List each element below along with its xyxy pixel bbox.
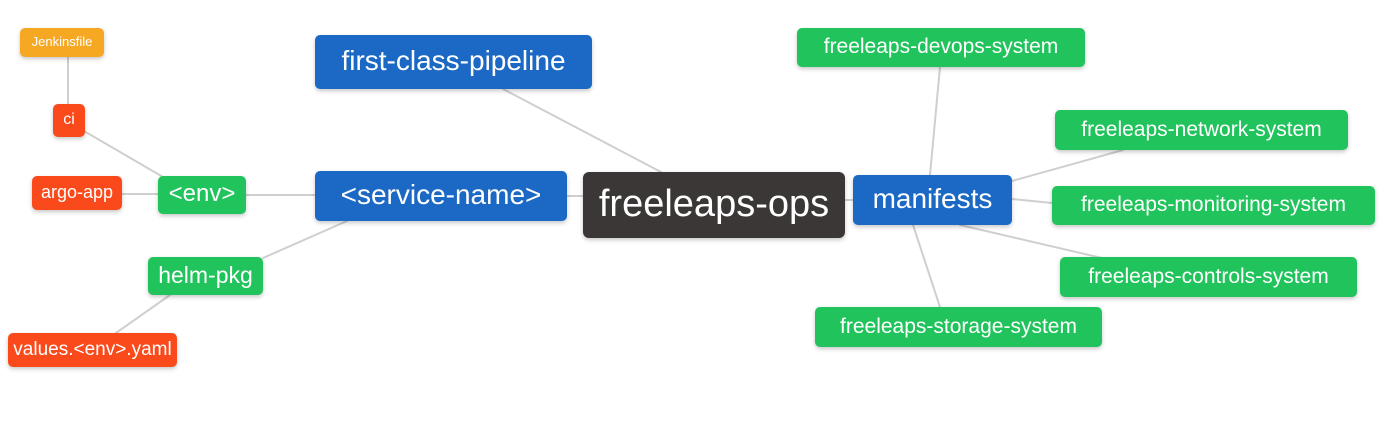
node-label: freeleaps-network-system <box>1081 117 1322 141</box>
mindmap-node-argo-app[interactable]: argo-app <box>32 176 122 210</box>
node-label: freeleaps-monitoring-system <box>1081 193 1346 216</box>
mindmap-node-service-name[interactable]: <service-name> <box>315 171 567 221</box>
node-label: manifests <box>872 183 993 214</box>
edge-first-class-pipeline-to-freeleaps-ops <box>502 88 662 173</box>
mindmap-node-first-class-pipeline[interactable]: first-class-pipeline <box>315 35 592 89</box>
mindmap-node-freeleaps-ops[interactable]: freeleaps-ops <box>583 172 845 238</box>
mindmap-node-freeleaps-devops-system[interactable]: freeleaps-devops-system <box>797 28 1085 67</box>
node-label: values.<env>.yaml <box>13 338 172 360</box>
mindmap-node-freeleaps-monitoring-system[interactable]: freeleaps-monitoring-system <box>1052 186 1375 225</box>
edge-ci-to-env <box>83 130 164 178</box>
node-label: Jenkinsfile <box>31 34 93 49</box>
edge-manifests-to-freeleaps-controls-system <box>959 224 1103 259</box>
node-label: freeleaps-devops-system <box>823 35 1059 58</box>
mindmap-node-freeleaps-storage-system[interactable]: freeleaps-storage-system <box>815 307 1102 347</box>
mindmap-node-values-env-yaml[interactable]: values.<env>.yaml <box>8 333 177 367</box>
edge-helm-pkg-to-values-env-yaml <box>115 294 171 334</box>
edge-manifests-to-freeleaps-devops-system <box>929 66 941 176</box>
node-label: freeleaps-ops <box>598 183 830 225</box>
edge-manifests-to-freeleaps-monitoring-system <box>1011 198 1053 204</box>
edge-service-name-to-helm-pkg <box>262 220 348 259</box>
node-label: freeleaps-storage-system <box>840 314 1077 338</box>
node-label: <service-name> <box>340 179 542 210</box>
node-label: first-class-pipeline <box>341 45 566 76</box>
node-label: helm-pkg <box>158 261 253 288</box>
node-label: ci <box>63 110 75 128</box>
mindmap-node-env[interactable]: <env> <box>158 176 246 214</box>
mindmap-node-helm-pkg[interactable]: helm-pkg <box>148 257 263 295</box>
node-label: argo-app <box>40 182 114 202</box>
mindmap-node-freeleaps-network-system[interactable]: freeleaps-network-system <box>1055 110 1348 150</box>
edge-manifests-to-freeleaps-storage-system <box>912 224 941 308</box>
mindmap-node-manifests[interactable]: manifests <box>853 175 1012 225</box>
mindmap-node-jenkinsfile[interactable]: Jenkinsfile <box>20 28 104 57</box>
mindmap-node-freeleaps-controls-system[interactable]: freeleaps-controls-system <box>1060 257 1357 297</box>
node-label: <env> <box>168 180 236 207</box>
node-label: freeleaps-controls-system <box>1088 264 1329 288</box>
edge-manifests-to-freeleaps-network-system <box>1011 149 1124 182</box>
mindmap-node-ci[interactable]: ci <box>53 104 85 137</box>
